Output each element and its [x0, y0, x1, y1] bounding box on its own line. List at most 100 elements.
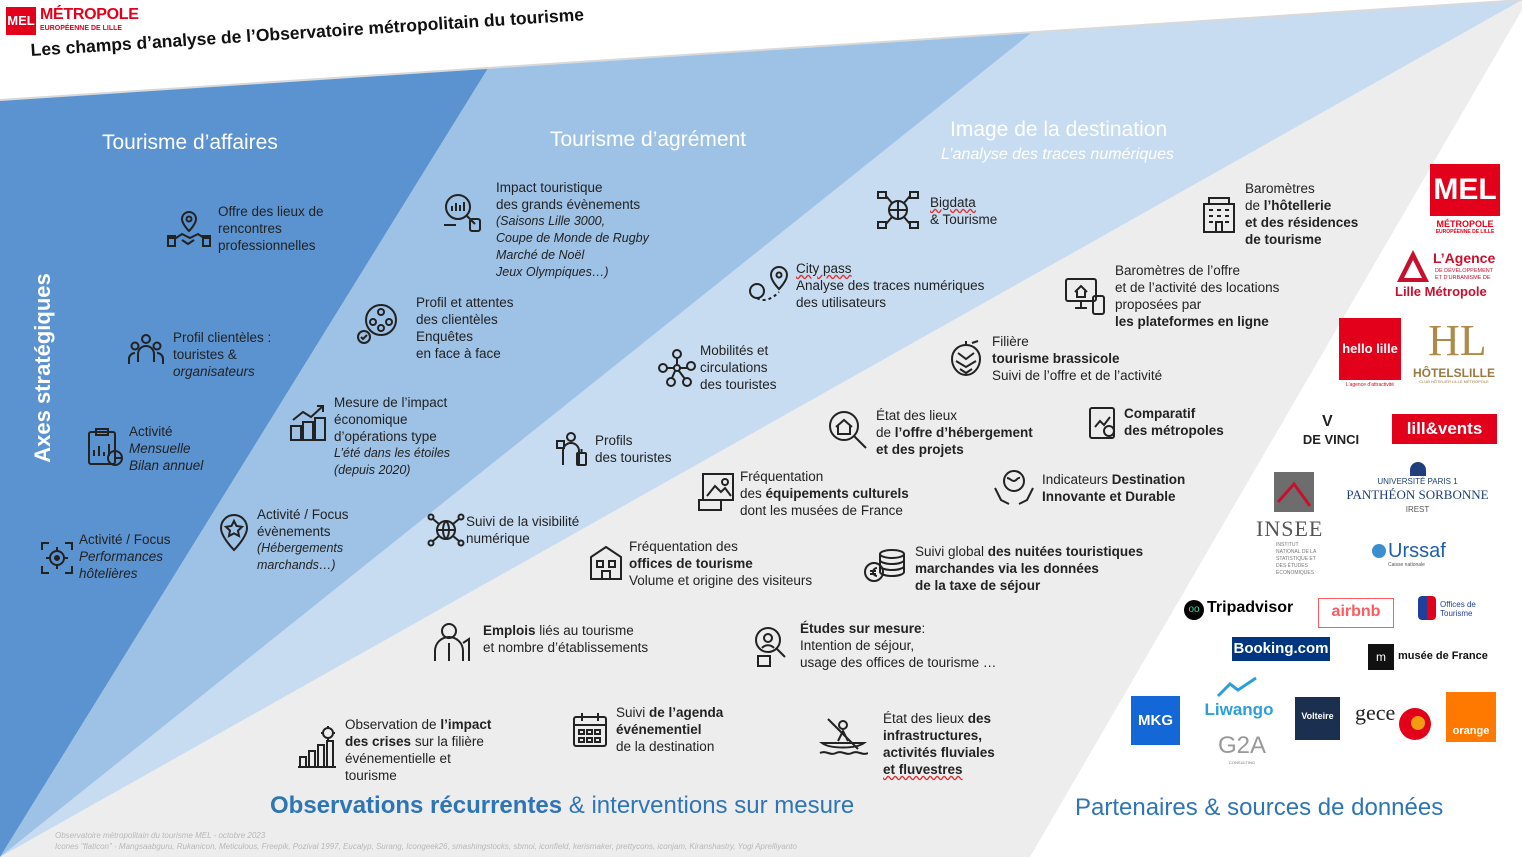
section-tourisme-agrement: Tourisme d’agrément [550, 128, 747, 151]
event-analysis-icon [444, 194, 481, 232]
partner-hello-lille-logo[interactable]: hello lille L’agence d’attractivité [1339, 318, 1401, 390]
partner-orange-logo[interactable]: orange [1446, 692, 1496, 742]
image-bigdata: Bigdata& Tourisme [930, 195, 998, 227]
route-pin-icon [749, 265, 789, 301]
people-network-icon [357, 304, 397, 344]
liwango-chart-icon [1216, 676, 1257, 698]
recurrent-freq: Fréquentation des équipements culturels … [740, 469, 909, 518]
house-search-icon [829, 411, 867, 449]
urssaf-mark-icon [1372, 544, 1386, 558]
crisis-chart-icon [298, 726, 336, 768]
insee-square-icon [1274, 472, 1314, 512]
section-image-destination: Image de la destination [950, 118, 1168, 141]
recurrent-nuitees: Suivi global des nuitées touristiques ma… [915, 544, 1144, 593]
partner-insee-logo[interactable]: INSEE INSTITUT NATIONAL DE LA STATISTIQU… [1256, 472, 1322, 580]
partner-lillevents-logo[interactable]: lill&vents [1392, 414, 1497, 444]
euro-coins-icon [864, 549, 905, 582]
footer-icons-credit: Icones "flaticon" - Mangsaabguru, Rukani… [55, 842, 797, 851]
employee-icon [434, 623, 470, 661]
observations-rest: & interventions sur mesure [562, 792, 855, 819]
bigdata-globe-icon [877, 191, 919, 229]
partner-gece-logo[interactable]: gece [1355, 700, 1435, 744]
section-tourisme-affaires: Tourisme d’affaires [102, 131, 278, 154]
recurrent-etat: État des lieux de l’offre d’hébergement … [876, 408, 1033, 457]
offices-flag-icon [1418, 596, 1436, 620]
recurrent-fluvial: État des lieux des infrastructures,activ… [883, 711, 995, 777]
mel-logo-sub: EUROPÉENNE DE LILLE [40, 25, 123, 32]
partner-pantheon-logo[interactable]: UNIVERSITÉ PARIS 1 PANTHÉON SORBONNE IRE… [1340, 462, 1495, 518]
gece-bird-beak-icon [1411, 716, 1425, 730]
mel-logo-brand: MÉTROPOLE [40, 6, 139, 23]
partner-liwango-logo[interactable]: Liwango [1200, 676, 1278, 724]
agence-triangle-icon [1397, 250, 1429, 282]
partner-urssaf-logo[interactable]: Urssaf Caisse nationale [1372, 540, 1462, 570]
recurrent-etudes: Études sur mesure: Intention de séjour,u… [800, 621, 997, 670]
calendar-icon [573, 713, 607, 747]
mel-logo[interactable]: MEL MÉTROPOLE EUROPÉENNE DE LILLE [6, 5, 146, 37]
screen-rental-icon [1065, 278, 1105, 315]
globe-network-icon [427, 513, 465, 547]
report-chart-icon [88, 428, 123, 466]
recurrent-emplois: Emplois liés au tourisme et nombre d’éta… [483, 623, 649, 655]
insee-curve-icon [1276, 481, 1312, 507]
tripadvisor-owl-icon: oo [1184, 600, 1204, 620]
coins-growth-icon [290, 405, 326, 441]
partner-volteire-logo[interactable]: Volteire [1295, 697, 1340, 740]
hops-icon [950, 340, 982, 377]
white-wedge-right [1030, 10, 1522, 857]
observations-bold: Observations récurrentes [270, 792, 563, 819]
partner-mkg-logo[interactable]: MKG [1131, 696, 1180, 745]
tourist-luggage-icon [556, 432, 587, 466]
target-focus-icon [41, 542, 73, 574]
recurrent-baro-hotel: Baromètres de l’hôtellerie et des réside… [1245, 181, 1359, 247]
mel-logo-mark: MEL [6, 7, 36, 35]
partner-airbnb-logo[interactable]: airbnb [1318, 598, 1394, 628]
recurrent-indic: Indicateurs Destination Innovante et Dur… [1042, 472, 1186, 504]
partner-hotels-lille-logo[interactable]: HL HÔTELSLILLE CLUB HÔTELIER LILLE MÉTRO… [1413, 316, 1495, 385]
handshake-pin-icon [167, 210, 211, 247]
partner-booking-logo[interactable]: Booking.com [1232, 637, 1330, 661]
section-axes-strategiques: Axes stratégiques [30, 273, 55, 463]
devinci-v-icon: V [1322, 413, 1333, 430]
band-affaires [0, 65, 490, 857]
study-search-icon [755, 627, 786, 667]
partner-agence-logo[interactable]: L’Agence DE DÉVELOPPEMENT ET D’URBANISME… [1395, 250, 1496, 299]
canoe-icon [818, 718, 868, 755]
recurrent-crises: Observation de l’impact des crises sur l… [345, 717, 492, 783]
partner-offices-tourisme-logo[interactable]: Offices de Tourisme [1418, 594, 1490, 624]
partner-devinci-logo[interactable]: V DE VINCI [1302, 413, 1360, 447]
star-pin-icon [219, 513, 249, 552]
mobility-nodes-icon [658, 349, 696, 387]
compare-report-icon [1089, 407, 1115, 439]
partner-musee-logo[interactable]: m musée de France [1368, 644, 1493, 670]
partner-tripadvisor-logo[interactable]: oo Tripadvisor [1184, 598, 1293, 622]
section-observations: Observations récurrentes & interventions… [270, 792, 854, 820]
pantheon-dome-icon [1410, 462, 1426, 476]
band-agrement [0, 30, 1035, 857]
museum-frame-icon [698, 473, 734, 511]
group-people-icon [128, 334, 164, 364]
office-building-icon [590, 545, 622, 580]
affaires-profil: Profil clientèles :touristes &organisate… [173, 330, 272, 379]
musee-square-icon: m [1368, 644, 1394, 670]
hotels-lille-emblem: HL [1428, 316, 1487, 365]
partner-g2a-logo[interactable]: G2A CONSULTING [1217, 732, 1267, 765]
partner-mel-logo[interactable]: MEL MÉTROPOLE EUROPÉENNE DE LILLE [1430, 164, 1500, 236]
